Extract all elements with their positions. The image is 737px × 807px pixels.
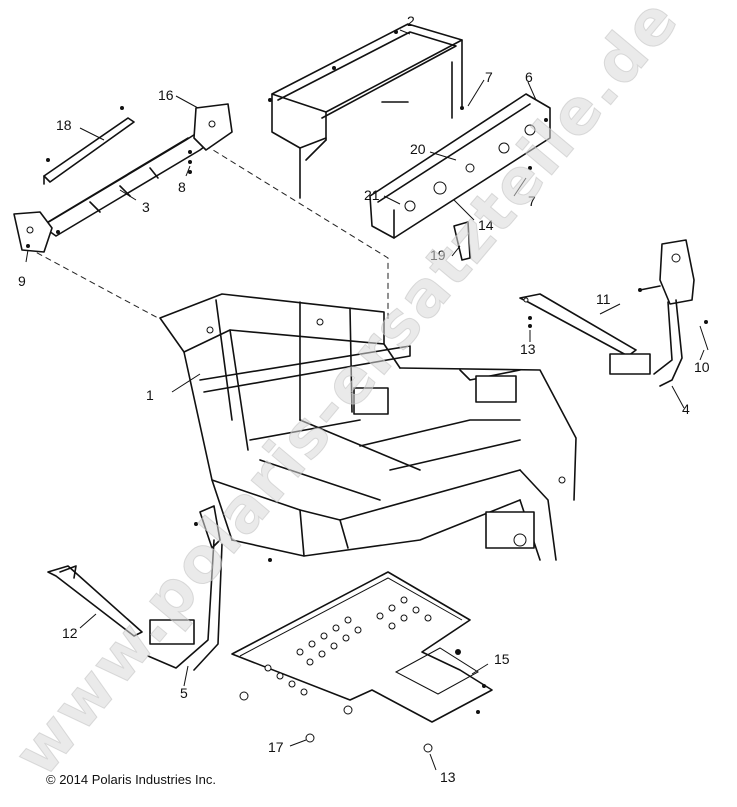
callout-21: 21 — [364, 187, 380, 203]
alignment-lines — [27, 144, 389, 320]
callout-12: 12 — [62, 625, 78, 641]
callout-6: 6 — [525, 69, 533, 85]
callout-9: 9 — [18, 273, 26, 289]
callout-16: 16 — [158, 87, 174, 103]
callout-14: 14 — [478, 217, 494, 233]
callout-8: 8 — [178, 179, 186, 195]
callout-2: 2 — [407, 13, 415, 29]
left-bracket-part-5 — [147, 505, 272, 671]
cargo-rack-part-2 — [268, 23, 464, 199]
left-rail-part-12 — [47, 565, 143, 637]
callout-10: 10 — [694, 359, 710, 375]
callout-17: 17 — [268, 739, 284, 755]
callout-18: 18 — [56, 117, 72, 133]
callout-5: 5 — [180, 685, 188, 701]
skid-plate-holes — [264, 596, 432, 696]
right-bracket-part-4 — [609, 239, 709, 387]
fasteners — [188, 170, 532, 753]
leader-lines — [25, 29, 705, 771]
left-rail-part-3 — [13, 103, 233, 253]
callout-3: 3 — [142, 199, 150, 215]
plate-part-18 — [43, 106, 135, 185]
callout-20: 20 — [410, 141, 426, 157]
main-frame-part-1 — [159, 293, 577, 561]
callout-13a: 13 — [520, 341, 536, 357]
callout-1: 1 — [146, 387, 154, 403]
callouts: 1 2 3 4 5 6 7 7 8 9 10 11 12 13 13 14 15… — [18, 13, 710, 785]
callout-15: 15 — [494, 651, 510, 667]
callout-19: 19 — [430, 247, 446, 263]
front-panel-part-6 — [369, 93, 551, 239]
callout-11: 11 — [596, 291, 611, 307]
copyright-notice: © 2014 Polaris Industries Inc. — [46, 772, 216, 787]
callout-4: 4 — [682, 401, 690, 417]
bracket-part-19 — [453, 221, 471, 261]
callout-13b: 13 — [440, 769, 456, 785]
callout-7a: 7 — [485, 69, 493, 85]
callout-7b: 7 — [528, 193, 536, 209]
skid-plate-part-15 — [231, 571, 493, 723]
right-rail-part-11 — [519, 293, 637, 357]
